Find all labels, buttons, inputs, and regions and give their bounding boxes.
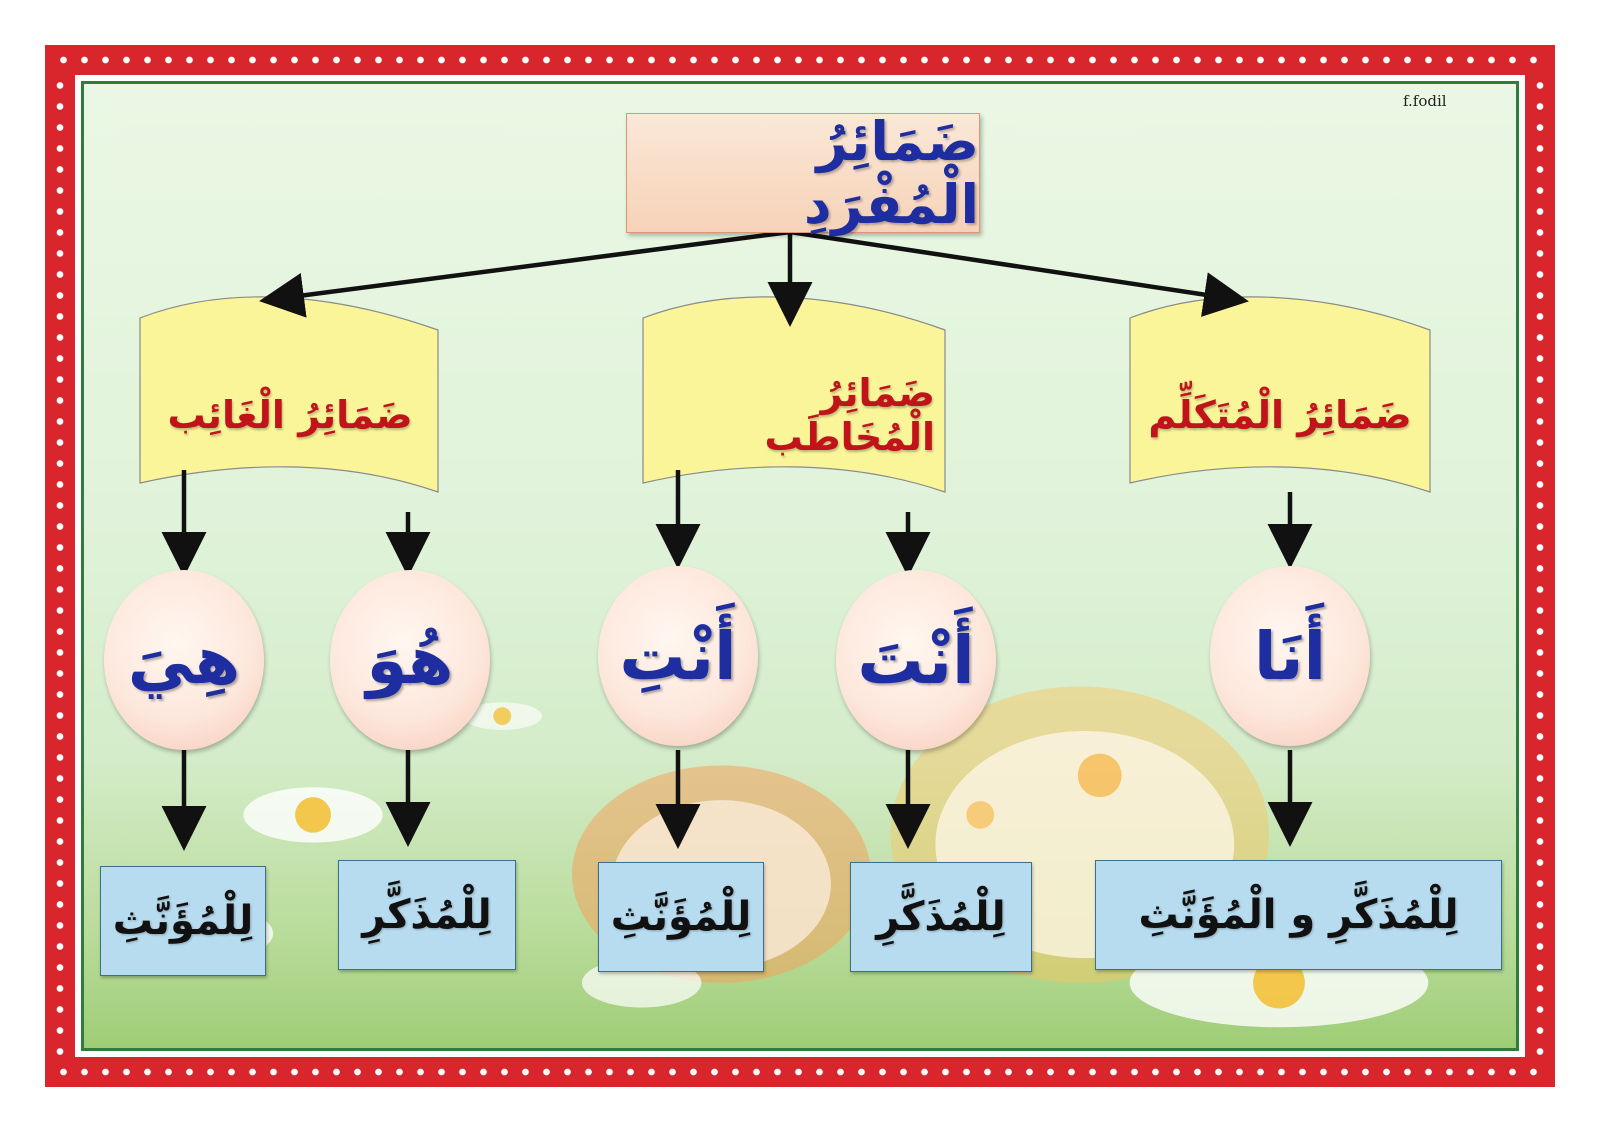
category-mukhatab-text: ضَمَائِرُ الْمُخَاطَب — [764, 371, 935, 459]
banner-flag-mukhatab — [642, 296, 946, 493]
pronoun-circle-huwa: هُوَ — [330, 570, 490, 750]
pronoun-ana: أَنَا — [1253, 617, 1327, 695]
frame-dots-top — [53, 53, 1547, 67]
gender-huwa-text: لِلْمُذَكَّرِ — [362, 892, 492, 938]
banner-flag-ghaib — [139, 296, 439, 493]
pronoun-anti: أَنْتِ — [619, 617, 737, 695]
gender-anti-text: لِلْمُؤَنَّثِ — [610, 894, 752, 940]
gender-box-anti: لِلْمُؤَنَّثِ — [598, 862, 764, 972]
pronoun-circle-anta: أَنْتَ — [836, 570, 996, 750]
frame-dots-right — [1533, 75, 1547, 1057]
category-ghaib-text: ضَمَائِرُ الْغَائِب — [167, 393, 413, 437]
gender-hiya-text: لِلْمُؤَنَّثِ — [112, 898, 254, 944]
pronoun-hiya: هِيَ — [127, 621, 241, 699]
gender-ana-text: لِلْمُذَكَّرِ و الْمُؤَنَّثِ — [1138, 892, 1459, 938]
gender-box-anta: لِلْمُذَكَّرِ — [850, 862, 1032, 972]
root-title-box: ضَمَائِرُ الْمُفْرَدِ — [626, 110, 980, 236]
pronoun-huwa: هُوَ — [366, 621, 454, 699]
gender-box-hiya: لِلْمُؤَنَّثِ — [100, 866, 266, 976]
frame-dots-bottom — [53, 1065, 1547, 1079]
author-watermark: f.fodil — [1403, 92, 1447, 110]
gender-box-huwa: لِلْمُذَكَّرِ — [338, 860, 516, 970]
frame-dots-left — [53, 75, 67, 1057]
pronoun-circle-anti: أَنْتِ — [598, 566, 758, 746]
arrow-title-to-mutakallim — [789, 229, 1249, 317]
gender-box-ana: لِلْمُذَكَّرِ و الْمُؤَنَّثِ — [1095, 860, 1502, 970]
category-label-ghaib: ضَمَائِرُ الْغَائِب — [150, 370, 430, 460]
category-label-mutakallim: ضَمَائِرُ الْمُتَكَلِّم — [1140, 370, 1420, 460]
pronoun-circle-ana: أَنَا — [1210, 566, 1370, 746]
category-label-mukhatab: ضَمَائِرُ الْمُخَاطَب — [655, 370, 935, 460]
pronoun-anta: أَنْتَ — [857, 621, 975, 699]
gender-anta-text: لِلْمُذَكَّرِ — [876, 894, 1006, 940]
category-mutakallim-text: ضَمَائِرُ الْمُتَكَلِّم — [1148, 393, 1412, 437]
arrow-title-to-ghaib — [259, 229, 791, 318]
root-title: ضَمَائِرُ الْمُفْرَدِ — [803, 110, 979, 236]
pronoun-circle-hiya: هِيَ — [104, 570, 264, 750]
